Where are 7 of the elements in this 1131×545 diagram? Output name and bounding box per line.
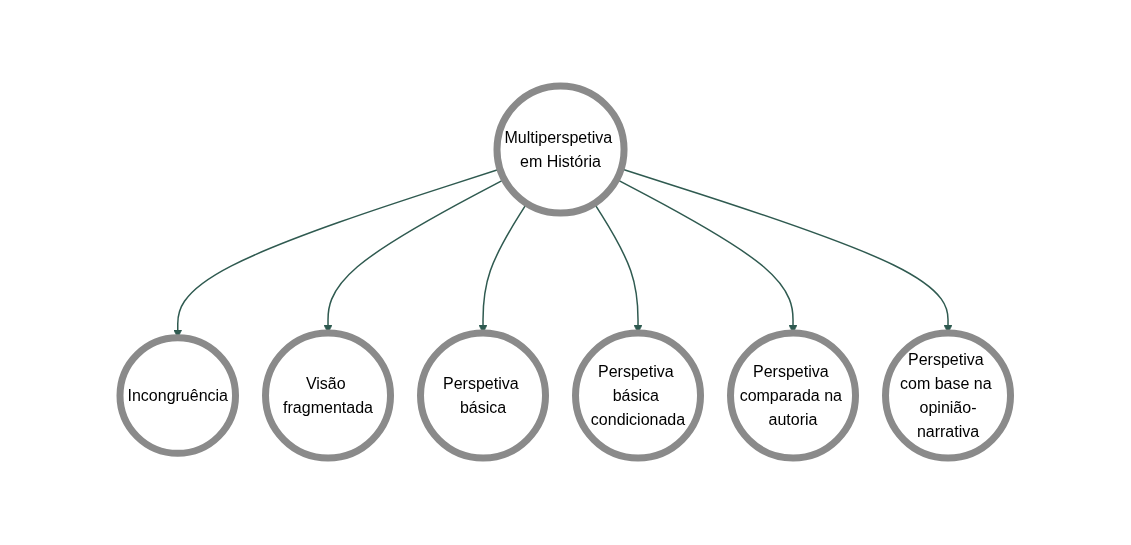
node-circle: Perspetiva básica condicionada	[572, 330, 705, 462]
node-circle: Multiperspetiva em História	[493, 82, 628, 217]
node-circle: Perspetiva básica	[417, 330, 550, 462]
node-circle: Visão fragmentada	[262, 330, 395, 462]
node-circle: Perspetiva com base na opinião-narrativa	[882, 330, 1015, 462]
node-circle: Incongruência	[116, 334, 240, 458]
node-circle: Perspetiva comparada na autoria	[727, 330, 860, 462]
